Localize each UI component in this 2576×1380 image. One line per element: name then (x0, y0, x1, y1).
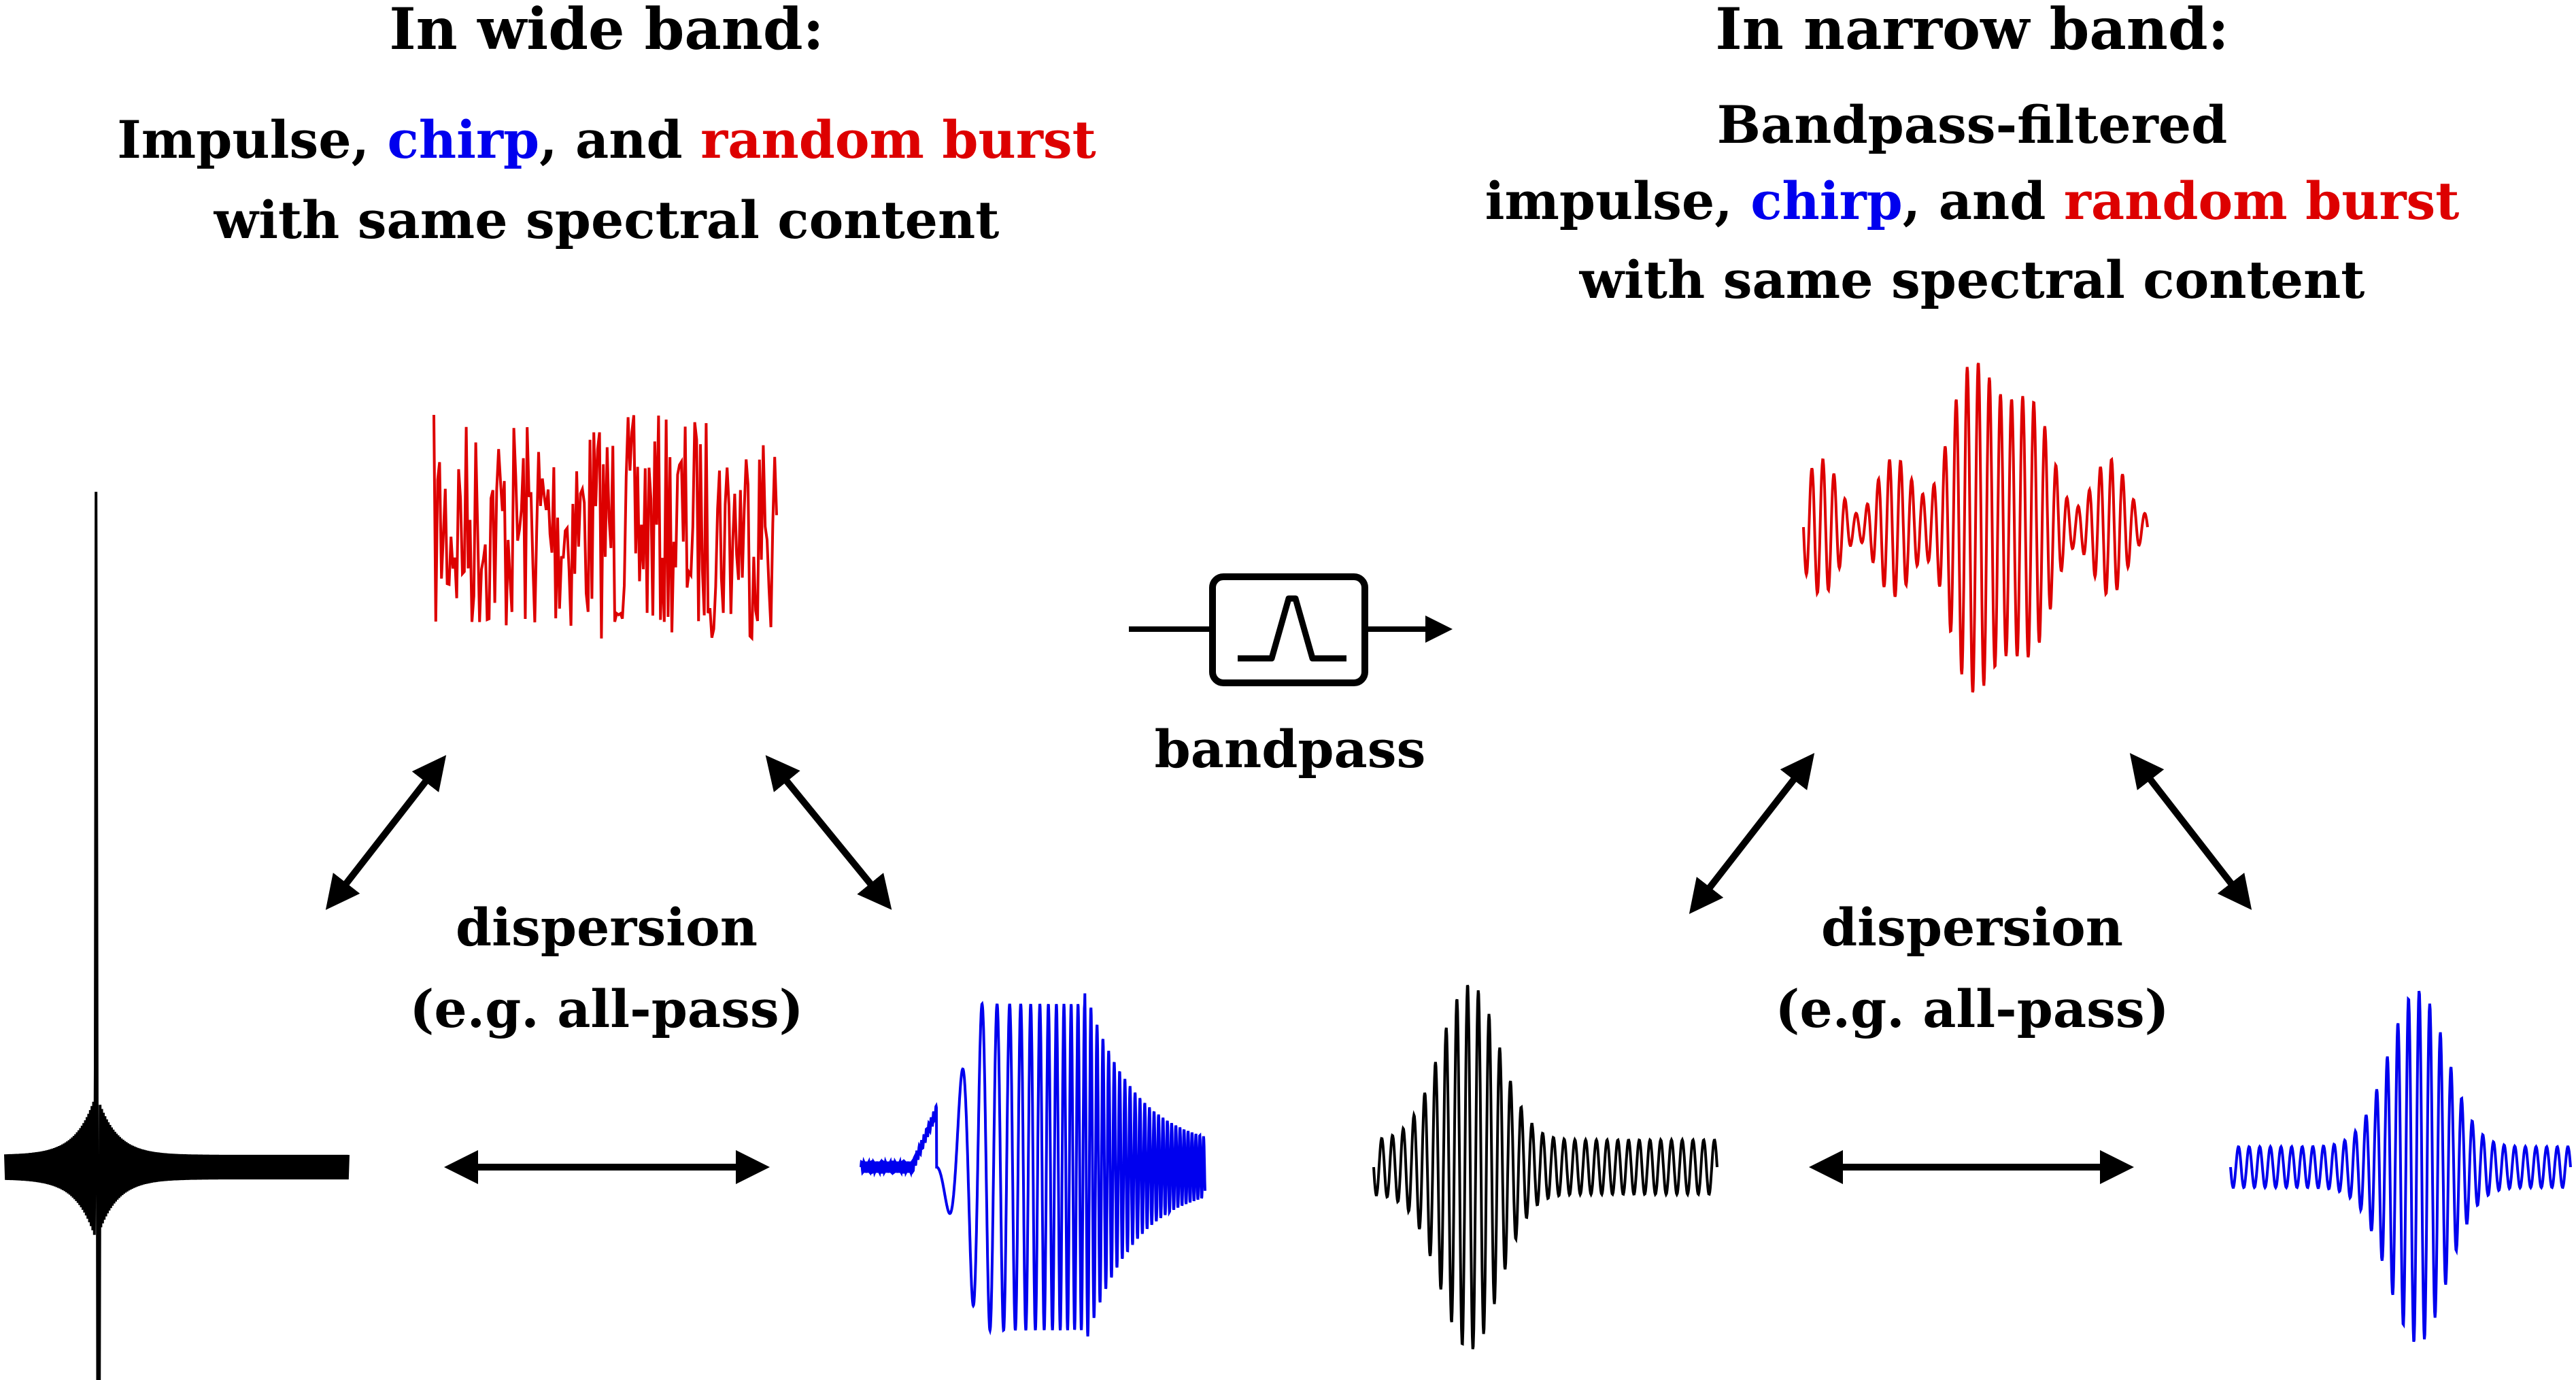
bandpass-label: bandpass (1155, 719, 1426, 779)
right-subtitle-line3: with same spectral content (1579, 250, 2365, 310)
left-subtitle-and-text: , and (539, 110, 700, 170)
right-arrow-impulse-burst (1689, 753, 1815, 914)
bandpass-shape-icon (1238, 595, 1346, 662)
right-heading: In narrow band: (1715, 0, 2228, 63)
wide-band-chirp-waveform (860, 993, 1206, 1337)
left-subtitle-burst-text: random burst (700, 110, 1096, 170)
right-subtitle-and-text: , and (1903, 171, 2064, 231)
wide-band-impulse-waveform (4, 492, 350, 1380)
narrow-band-impulse-waveform (1372, 984, 1718, 1349)
bandpass-filter-icon (1209, 573, 1368, 686)
right-subtitle-line2: impulse, chirp, and random burst (1485, 171, 2460, 231)
right-allpass-label: (e.g. all-pass) (1775, 979, 2169, 1039)
narrow-band-chirp-waveform (2229, 990, 2572, 1343)
left-arrow-burst-chirp (765, 755, 892, 910)
right-subtitle-burst-text: random burst (2064, 171, 2460, 231)
right-subtitle-impulse-text: impulse, (1485, 171, 1751, 231)
left-heading: In wide band: (389, 0, 824, 63)
left-dispersion-label: dispersion (456, 897, 758, 958)
right-subtitle-chirp-text: chirp (1750, 171, 1903, 231)
left-subtitle-impulse-text: Impulse, (117, 110, 387, 170)
right-subtitle-line1: Bandpass-filtered (1717, 95, 2228, 155)
narrow-band-random-burst-waveform (1802, 363, 2149, 693)
left-subtitle-line1: Impulse, chirp, and random burst (117, 110, 1096, 170)
left-subtitle-chirp-text: chirp (388, 110, 540, 170)
wide-band-random-burst-waveform (433, 414, 778, 641)
right-dispersion-label: dispersion (1821, 897, 2123, 958)
left-arrow-impulse-burst (325, 755, 447, 910)
left-allpass-label: (e.g. all-pass) (409, 979, 803, 1039)
right-arrow-burst-chirp (2129, 753, 2252, 910)
bandpass-filter-block (1129, 573, 1453, 686)
left-subtitle-line2: with same spectral content (214, 190, 1000, 250)
